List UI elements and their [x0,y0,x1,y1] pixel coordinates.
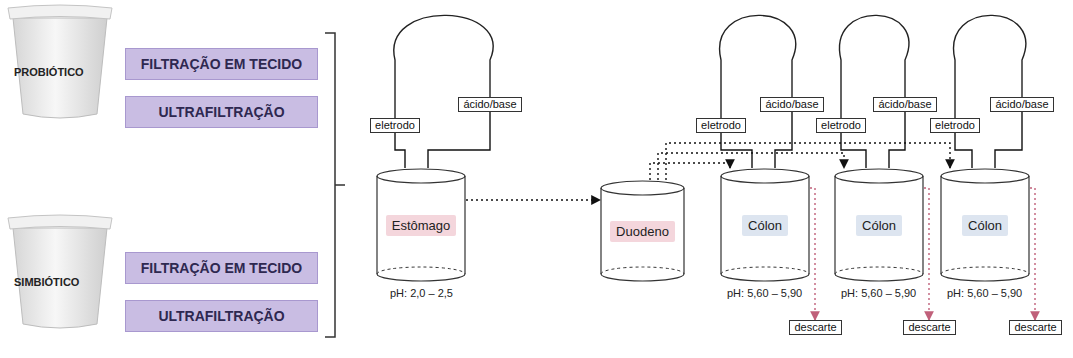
process-box: FILTRAÇÃO EM TECIDO [125,48,318,80]
ph-label: pH: 5,60 – 5,90 [841,287,916,299]
reactor-vessel: Estômago [376,168,466,282]
vessel-label: Estômago [386,215,457,236]
node-text: FILTRAÇÃO EM TECIDO [141,260,303,276]
node-text: descarte [794,321,836,334]
vessel-label: Duodeno [610,221,675,242]
node-text: ácido/base [995,98,1048,111]
node-text: eletrodo [821,119,861,132]
node-text: FILTRAÇÃO EM TECIDO [141,56,303,72]
tag-box: descarte [1009,320,1062,335]
reactor-vessel: Cólon [940,168,1030,282]
tag-box: descarte [903,320,956,335]
flow-arrow [1030,188,1035,320]
electrode-wire [721,133,752,168]
tag-box: eletrodo [696,118,746,133]
node-text: eletrodo [701,119,741,132]
yogurt-cup: SIMBIÓTICO [5,212,115,334]
ph-label: pH: 5,60 – 5,90 [727,287,802,299]
tag-box: ácido/base [873,97,937,112]
electrode-wire [841,133,866,168]
electrode-wire [428,112,490,168]
bracket [325,33,345,337]
node-text: eletrodo [375,119,415,132]
node-text: ácido/base [765,98,818,111]
flow-arrow [810,188,815,320]
vessel-label: Cólon [742,215,788,236]
process-box: ULTRAFILTRAÇÃO [125,300,318,332]
electrode-wire [995,112,1022,168]
electrode-wire [395,133,405,168]
node-text: descarte [908,321,950,334]
ph-label: pH: 5,60 – 5,90 [947,287,1022,299]
process-box: FILTRAÇÃO EM TECIDO [125,252,318,284]
node-text: ULTRAFILTRAÇÃO [158,104,284,120]
electrode-wire [955,133,972,168]
node-text: ácido/base [878,98,931,111]
yogurt-cup [5,212,115,334]
tag-box: descarte [789,320,842,335]
reactor-vessel: Duodeno [600,180,685,282]
tag-box: eletrodo [370,118,420,133]
node-text: SIMBIÓTICO [14,276,79,288]
yogurt-cup: PROBIÓTICO [5,2,115,124]
vessel-label: Cólon [962,215,1008,236]
electrode-wire [775,112,792,168]
ph-label: pH: 2,0 – 2,5 [390,287,453,299]
node-text: PROBIÓTICO [14,66,84,78]
flow-arrow [650,163,730,180]
flow-arrow [924,188,929,320]
node-text: ULTRAFILTRAÇÃO [158,308,284,324]
node-text: eletrodo [935,119,975,132]
vessel-label: Cólon [856,215,902,236]
reactor-vessel: Cólon [720,168,810,282]
tag-box: ácido/base [760,97,824,112]
electrode-wire [889,112,905,168]
process-box: ULTRAFILTRAÇÃO [125,96,318,128]
tag-box: eletrodo [816,118,866,133]
tag-box: ácido/base [990,97,1054,112]
node-text: ácido/base [463,98,516,111]
yogurt-cup [5,2,115,124]
reactor-vessel: Cólon [834,168,924,282]
flow-arrow [466,199,600,200]
node-text: descarte [1014,321,1056,334]
tag-box: ácido/base [458,97,522,112]
tag-box: eletrodo [930,118,980,133]
